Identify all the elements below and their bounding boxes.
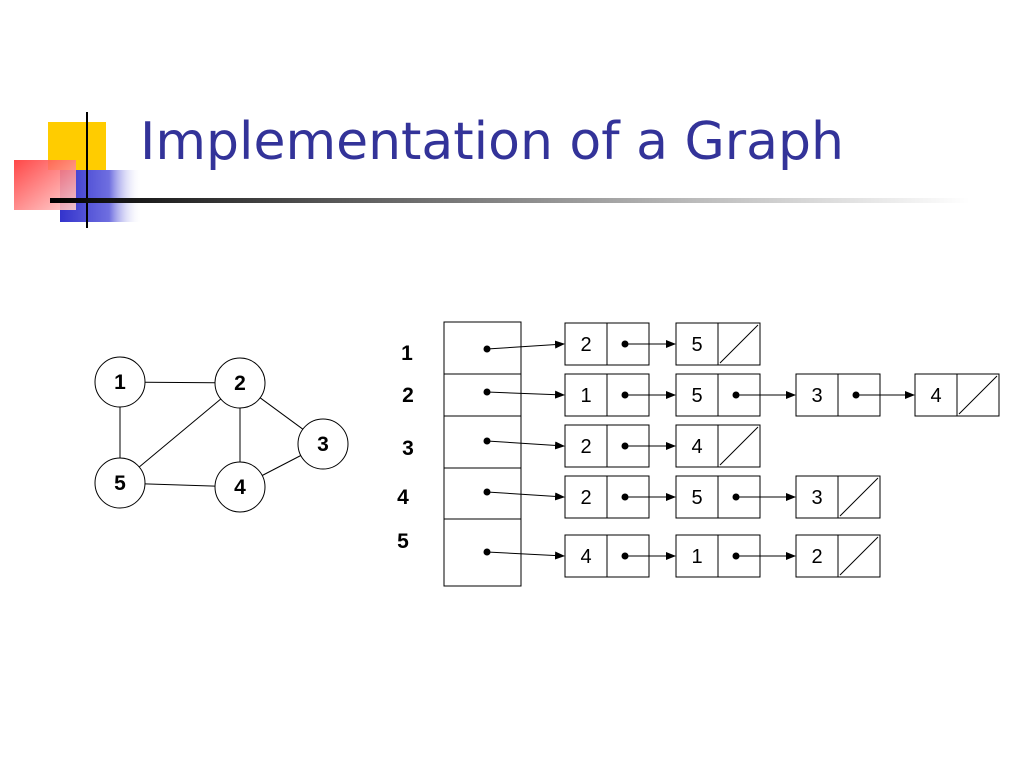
graph-node-4: 4 [214,461,266,513]
vertex-label: 3 [402,437,414,460]
null-pointer-slash [719,324,759,364]
list-node-5: 5 [675,475,796,519]
pointer-arrow [486,390,565,399]
graph-node-label: 2 [234,372,246,395]
list-node-value: 4 [580,546,591,568]
list-node-value: 2 [811,546,822,568]
list-node-value: 4 [691,436,702,458]
null-pointer-slash [839,477,879,517]
list-node-value: 3 [811,385,822,407]
list-node-value: 2 [580,487,591,509]
graph-node-2: 2 [214,357,266,409]
list-node-3: 3 [795,475,881,519]
pointer-arrow [486,551,565,560]
pointer-arrow [486,491,565,501]
graph-node-label: 3 [317,433,329,456]
list-node-4: 4 [914,373,1000,417]
graph-node-5: 5 [94,457,146,509]
pointer-arrow [486,340,565,350]
graph-node-circle [297,418,349,470]
graph-node-label: 4 [234,476,246,499]
list-node-value: 4 [930,385,941,407]
slide-logo [14,112,142,228]
graph-node-circle [214,357,266,409]
adjacency-row-1: 1 2 5 [401,321,761,375]
graph-edge-2-3 [259,397,304,430]
graph-edge-4-5 [144,483,216,487]
slide-title: Implementation of a Graph [140,112,844,172]
vertex-label: 5 [397,530,409,553]
graph-node-label: 1 [114,371,126,394]
graph-node-label: 5 [114,472,126,495]
graph-node-3: 3 [297,418,349,470]
list-node-value: 5 [691,487,702,509]
list-node-5: 5 [675,373,796,417]
graph-node-1: 1 [94,356,146,408]
list-node-value: 5 [691,334,702,356]
list-node-1: 1 [564,373,676,417]
list-node-2: 2 [564,322,676,366]
array-cell [443,373,522,417]
graph-node-circle [94,457,146,509]
adjacency-row-4: 4 2 5 3 [397,467,881,520]
list-node-value: 3 [811,487,822,509]
list-node-value: 5 [691,385,702,407]
graph-edge-3-4 [261,455,302,476]
graph-edge-2-5 [138,398,222,468]
null-pointer-slash [839,536,879,576]
adjacency-row-5: 5 4 1 2 [397,518,881,587]
graph-node-circle [94,356,146,408]
list-node-5: 5 [675,322,761,366]
list-node-value: 1 [691,546,702,568]
list-node-value: 2 [580,334,591,356]
vertex-label: 1 [401,342,413,365]
graph-edge-1-2 [144,381,216,384]
list-node-2: 2 [564,475,676,519]
list-node-2: 2 [564,424,676,468]
list-node-value: 2 [580,436,591,458]
adjacency-row-3: 3 2 4 [402,415,761,469]
adjacency-row-2: 2 1 5 3 4 [402,373,1000,417]
list-node-value: 1 [580,385,591,407]
title-underline [50,198,970,203]
array-cell [443,518,522,587]
list-node-1: 1 [675,534,796,578]
vertex-label: 4 [397,486,409,509]
list-node-4: 4 [564,534,676,578]
vertex-label: 2 [402,384,414,407]
list-node-3: 3 [795,373,915,417]
graph-node-circle [214,461,266,513]
list-node-4: 4 [675,424,761,468]
null-pointer-slash [958,375,998,415]
null-pointer-slash [719,426,759,466]
list-node-2: 2 [795,534,881,578]
pointer-arrow [486,440,565,450]
